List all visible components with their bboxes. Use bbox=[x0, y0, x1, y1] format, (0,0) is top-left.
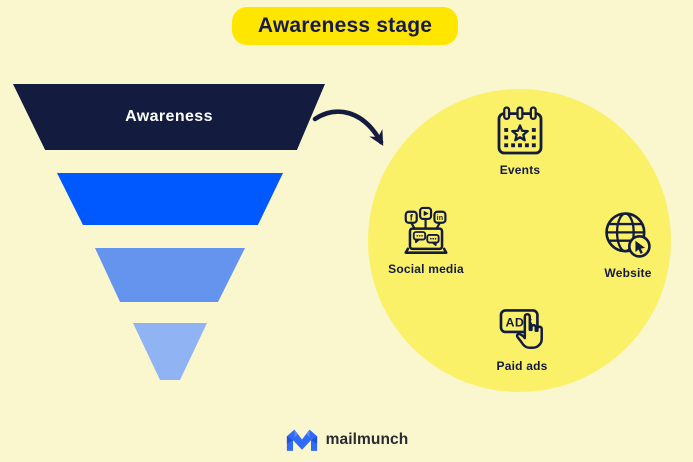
channel-website: Website bbox=[586, 207, 670, 280]
channel-label: Website bbox=[604, 266, 652, 280]
channel-label: Social media bbox=[388, 262, 464, 276]
funnel-stage-2 bbox=[57, 173, 283, 225]
channel-label: Paid ads bbox=[496, 359, 548, 373]
title-badge: Awareness stage bbox=[232, 7, 458, 45]
mailmunch-m-logo bbox=[286, 429, 317, 451]
channel-paid-ads: ADS Paid ads bbox=[480, 303, 564, 373]
ads-click-hand-icon: ADS bbox=[499, 309, 543, 350]
page-title: Awareness stage bbox=[257, 14, 433, 37]
channel-social-media: f in Social media bbox=[381, 205, 471, 276]
channel-label: Events bbox=[499, 163, 541, 177]
svg-text:in: in bbox=[437, 214, 444, 222]
channel-events: Events bbox=[478, 104, 562, 177]
funnel-stage-label: Awareness bbox=[125, 108, 213, 125]
funnel-stage-4 bbox=[133, 323, 207, 380]
funnel-stage-3 bbox=[95, 248, 245, 302]
brand-name: mailmunch bbox=[325, 430, 409, 448]
funnel-stage-awareness: Awareness bbox=[13, 84, 325, 150]
calendar-star-icon bbox=[497, 106, 543, 155]
globe-cursor-icon bbox=[605, 212, 651, 258]
curved-arrow-icon bbox=[312, 109, 384, 146]
social-media-laptop-icon: f in bbox=[404, 206, 448, 254]
brand-footer: mailmunch bbox=[0, 427, 693, 452]
svg-text:f: f bbox=[410, 212, 414, 222]
